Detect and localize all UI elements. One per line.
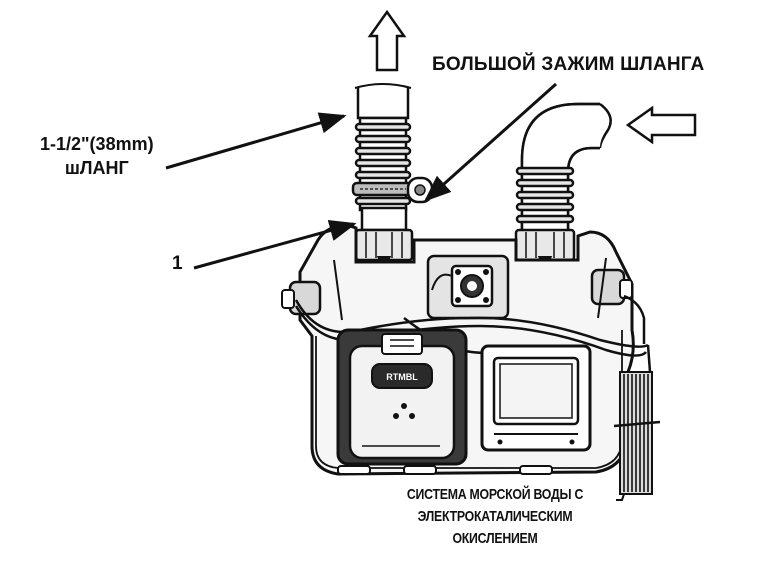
flow-arrow-left-icon	[625, 105, 697, 145]
label-hose-size: 1-1/2"(38mm) шЛАНГ	[40, 132, 154, 180]
leader-hose	[165, 112, 347, 170]
inlet-elbow-hose	[515, 102, 612, 232]
electrolytic-cell	[480, 344, 592, 452]
label-large-hose-clamp: БОЛЬШОЙ ЗАЖИМ ШЛАНГА	[432, 54, 705, 75]
label-hose-size-value: 1-1/2"(38mm)	[40, 134, 154, 154]
unit-badge: RTMBL	[386, 372, 418, 382]
label-system-caption: СИСТЕМА МОРСКОЙ ВОДЫ С ЭЛЕКТРОКАТАЛИЧЕСК…	[384, 484, 605, 550]
flow-arrow-up-icon	[367, 9, 407, 72]
control-unit	[336, 328, 468, 466]
leader-large-clamp	[423, 82, 557, 202]
coiled-power-cord	[613, 344, 661, 501]
outlet-corrugated-hose	[354, 116, 412, 212]
outlet-pipe	[354, 83, 412, 120]
junction-box	[426, 254, 510, 320]
leader-callout-one	[193, 220, 357, 270]
label-system-line3: ОКИСЛЕНИЕМ	[452, 530, 538, 547]
label-callout-one: 1	[172, 253, 183, 274]
housing-feet	[337, 465, 553, 475]
label-hose-word: шЛАНГ	[64, 158, 129, 178]
label-system-line1: СИСТЕМА МОРСКОЙ ВОДЫ С	[406, 486, 584, 503]
label-system-line2: ЭЛЕКТРОКАТАЛИЧЕСКИМ	[417, 508, 573, 525]
